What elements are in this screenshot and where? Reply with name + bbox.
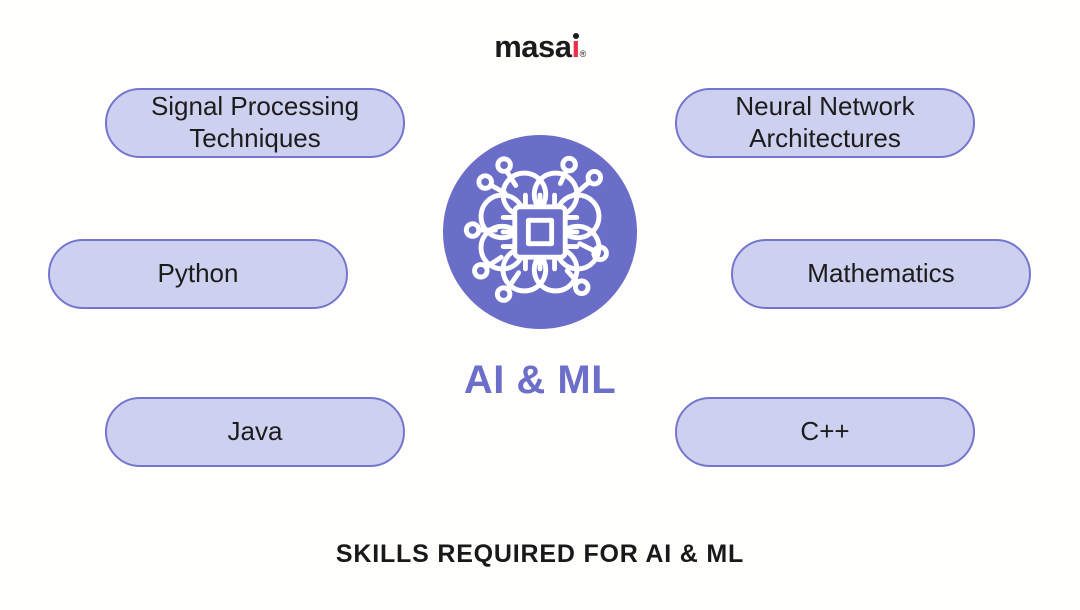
skill-pill-neural-networks: Neural Network Architectures: [675, 88, 975, 158]
skill-pill-java: Java: [105, 397, 405, 467]
skill-pill-label: Neural Network Architectures: [735, 91, 915, 153]
logo-text-prefix: masa: [494, 29, 572, 64]
logo-text-accent-i: i: [571, 29, 581, 64]
logo-registered-mark: ®: [579, 49, 587, 59]
skill-pill-python: Python: [48, 239, 348, 309]
skill-pill-cpp: C++: [675, 397, 975, 467]
brain-circuit-icon: [463, 155, 609, 303]
skill-pill-signal-processing: Signal Processing Techniques: [105, 88, 405, 158]
skill-pill-label: Java: [227, 416, 283, 447]
skill-pill-label: Mathematics: [807, 258, 955, 289]
footer-title: SKILLS REQUIRED FOR AI & ML: [335, 540, 745, 568]
skill-pill-mathematics: Mathematics: [731, 239, 1031, 309]
skill-pill-label: Python: [157, 258, 239, 289]
ai-ml-circle: [443, 135, 637, 329]
masai-logo: masai®: [0, 29, 1080, 64]
skill-pill-label: Signal Processing Techniques: [150, 91, 360, 153]
center-label: AI & ML: [463, 358, 617, 402]
skill-pill-label: C++: [800, 416, 850, 447]
